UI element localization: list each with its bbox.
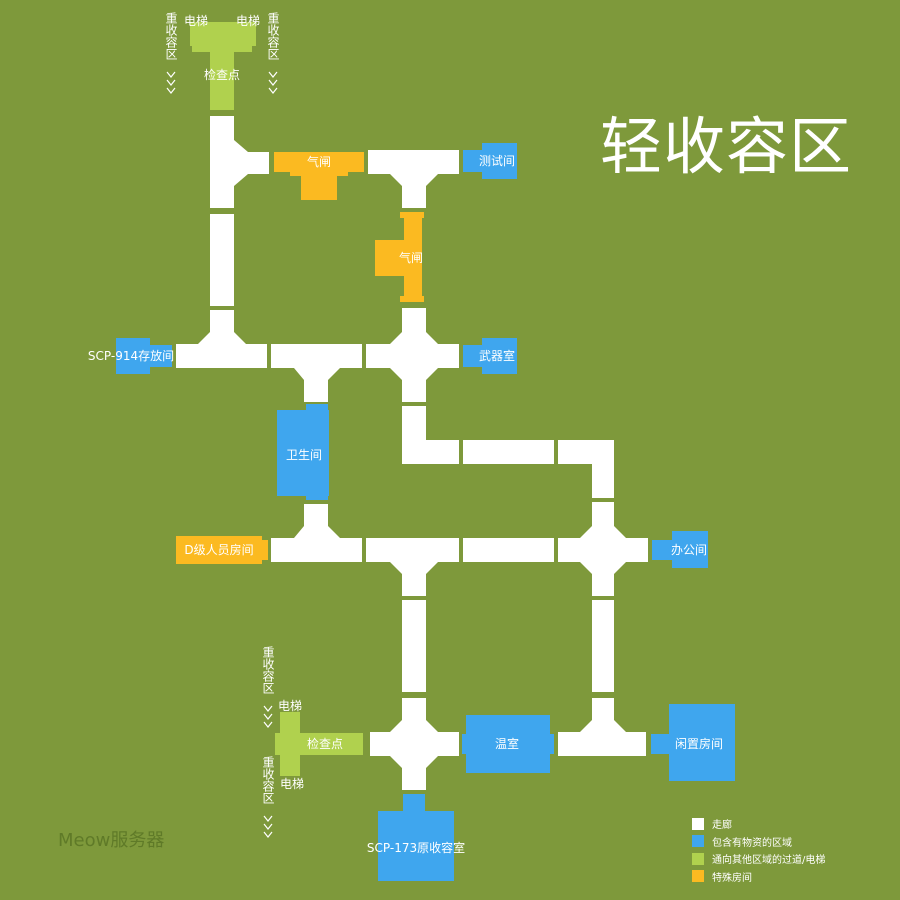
corridor-center-vertical[interactable] bbox=[402, 600, 426, 692]
legend-item-corridor: 走廊 bbox=[692, 815, 825, 833]
corridor-corner-right[interactable] bbox=[558, 440, 614, 498]
corridor-middle-horizontal[interactable] bbox=[463, 440, 554, 464]
svg-text:重收容区: 重收容区 bbox=[164, 12, 178, 60]
test-room[interactable]: 测试间 bbox=[463, 143, 517, 179]
corridor-lower-horizontal[interactable] bbox=[463, 538, 554, 562]
svg-text:重收容区: 重收容区 bbox=[266, 12, 280, 60]
armory-room[interactable]: 武器室 bbox=[463, 338, 517, 374]
airlock-top-label: 气闸 bbox=[307, 154, 331, 169]
legend-item-special: 特殊房间 bbox=[692, 868, 825, 886]
legend-item-resource: 包含有物资的区域 bbox=[692, 833, 825, 851]
scp173-room[interactable]: SCP-173原收容室 bbox=[367, 794, 465, 881]
greenhouse-label: 温室 bbox=[495, 736, 519, 751]
legend-label-corridor: 走廊 bbox=[712, 820, 732, 832]
office-label: 办公间 bbox=[671, 542, 707, 557]
armory-label: 武器室 bbox=[479, 348, 515, 363]
top-checkpoint[interactable]: 检查点 电梯 电梯 bbox=[184, 14, 260, 110]
idle-room-label: 闲置房间 bbox=[675, 736, 723, 751]
top-hcz-right-label: 重收容区 bbox=[266, 12, 280, 60]
legend-swatch-transition bbox=[692, 852, 704, 865]
top-hcz-right-arrows bbox=[268, 71, 278, 94]
corridor-left-vertical[interactable] bbox=[210, 214, 234, 306]
legend-swatch-special bbox=[692, 870, 704, 883]
legend: 走廊 包含有物资的区域 通向其他区域的过道/电梯 特殊房间 bbox=[692, 815, 825, 885]
test-room-label: 测试间 bbox=[479, 153, 515, 168]
bottom-hcz-bottom-arrows bbox=[263, 815, 273, 838]
scp173-label: SCP-173原收容室 bbox=[367, 840, 465, 855]
corridor-class-d-t[interactable] bbox=[271, 504, 362, 562]
top-hcz-left-label: 重收容区 bbox=[164, 12, 178, 60]
corridor-top-right-t[interactable] bbox=[368, 150, 459, 208]
top-hcz-left-arrows bbox=[166, 71, 176, 94]
corridor-restroom-t[interactable] bbox=[271, 344, 362, 402]
idle-room[interactable]: 闲置房间 bbox=[651, 704, 735, 781]
scp914-label: SCP-914存放间 bbox=[88, 348, 174, 363]
corridor-right-vertical[interactable] bbox=[592, 600, 614, 692]
svg-text:重收容区: 重收容区 bbox=[261, 646, 275, 694]
bottom-hcz-top-arrows bbox=[263, 705, 273, 728]
corridor-idle-t[interactable] bbox=[558, 698, 646, 756]
class-d-room[interactable]: D级人员房间 bbox=[176, 536, 268, 564]
bottom-elevator-bottom-label: 电梯 bbox=[280, 777, 304, 791]
legend-item-transition: 通向其他区域的过道/电梯 bbox=[692, 850, 825, 868]
bottom-checkpoint-label: 检查点 bbox=[307, 736, 343, 751]
airlock-right[interactable]: 气闸 bbox=[375, 212, 424, 302]
legend-label-resource: 包含有物资的区域 bbox=[712, 837, 792, 849]
bottom-hcz-bottom-label: 重收容区 bbox=[261, 756, 275, 804]
greenhouse-room[interactable]: 温室 bbox=[462, 715, 554, 773]
airlock-top[interactable]: 气闸 bbox=[274, 152, 364, 200]
watermark: Meow服务器 bbox=[58, 830, 165, 851]
legend-swatch-resource bbox=[692, 835, 704, 848]
office-room[interactable]: 办公间 bbox=[652, 531, 708, 568]
class-d-label: D级人员房间 bbox=[184, 542, 253, 557]
corridor-office-junction[interactable] bbox=[558, 502, 648, 596]
corridor-top-left-t[interactable] bbox=[210, 116, 269, 208]
map-title: 轻收容区 bbox=[600, 110, 853, 183]
restroom-room[interactable]: 卫生间 bbox=[277, 404, 329, 500]
scp914-room[interactable]: SCP-914存放间 bbox=[88, 338, 174, 374]
top-checkpoint-label: 检查点 bbox=[204, 67, 240, 82]
legend-label-special: 特殊房间 bbox=[712, 872, 752, 884]
restroom-label: 卫生间 bbox=[286, 448, 322, 462]
legend-swatch-corridor bbox=[692, 817, 704, 830]
bottom-elevator-top-label: 电梯 bbox=[278, 699, 302, 713]
svg-text:重收容区: 重收容区 bbox=[261, 756, 275, 804]
airlock-right-label: 气闸 bbox=[399, 250, 423, 265]
corridor-bottom-junction[interactable] bbox=[370, 698, 459, 790]
bottom-checkpoint[interactable]: 检查点 电梯 电梯 bbox=[275, 699, 363, 791]
legend-label-transition: 通向其他区域的过道/电梯 bbox=[712, 855, 826, 867]
corridor-armory-junction[interactable] bbox=[366, 308, 459, 402]
bottom-hcz-top-label: 重收容区 bbox=[261, 646, 275, 694]
top-elevator-right-label: 电梯 bbox=[236, 14, 260, 28]
top-elevator-left-label: 电梯 bbox=[184, 14, 208, 28]
corridor-l-bend[interactable] bbox=[402, 406, 459, 464]
corridor-center-t[interactable] bbox=[366, 538, 459, 596]
corridor-914-t[interactable] bbox=[176, 310, 267, 368]
